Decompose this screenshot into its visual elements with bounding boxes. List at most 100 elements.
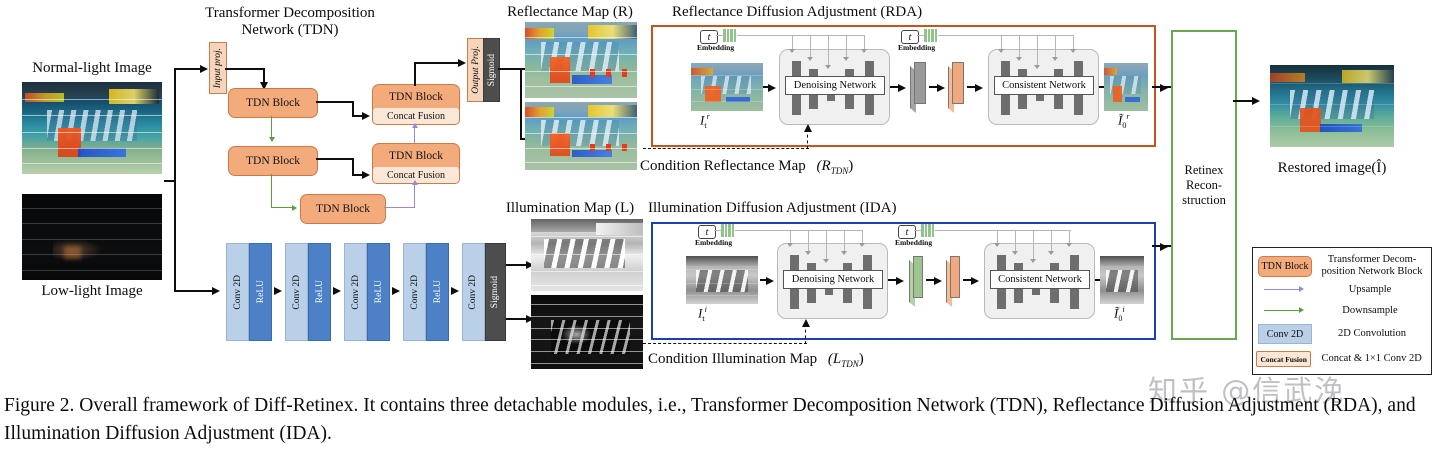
reflectance-map-image-bottom (525, 102, 637, 170)
skip1-h2 (352, 115, 364, 117)
legend-upsample-arrow-icon (1258, 282, 1310, 298)
conv-cell-1[interactable]: Conv 2D ReLU (226, 243, 272, 341)
rda-t-label-2: t (908, 31, 912, 43)
input-proj-label: Input proj. (213, 47, 223, 89)
tdn-block-2[interactable]: TDN Block (228, 146, 318, 176)
ida-to-retinex-arrow (1160, 242, 1168, 251)
legend-chip-conv2d-label: Conv 2D (1266, 328, 1304, 340)
conv-cell-4[interactable]: Conv 2D ReLU (403, 243, 449, 341)
tdn-block-3[interactable]: TDN Block (300, 194, 386, 224)
tdn-block-4-label: TDN Block (389, 91, 443, 103)
rda-input-symbol-sub: t (704, 120, 707, 130)
conv-out-top-h (506, 264, 528, 266)
legend-chip-concat-fusion: Concat Fusion (1256, 351, 1312, 367)
restored-image-label: Restored image(Î) (1277, 160, 1387, 176)
input-to-conv-line (174, 290, 214, 292)
skip1-h1 (316, 101, 354, 103)
legend-chip-tdn-block-label: TDN Block (1261, 260, 1309, 272)
ida-output-symbol-sup: i (1122, 305, 1125, 314)
conv-cell-2[interactable]: Conv 2D ReLU (285, 243, 331, 341)
rda-input-line (763, 86, 770, 88)
tdn-block-2-label: TDN Block (246, 155, 300, 167)
ida-condition-sub: TDN (841, 359, 859, 369)
retinex-out-arrow (1252, 96, 1260, 105)
rda-plate-arrow-1 (937, 83, 945, 92)
block4-to-proj-arrow (458, 58, 466, 67)
illumination-map-image-bottom (531, 295, 643, 369)
legend-text-conv2d: 2D Convolution (1338, 328, 1406, 340)
rda-condition-label: Condition Reflectance Map (RTDN) (640, 158, 960, 176)
rda-output-symbol-sup: r (1126, 112, 1130, 121)
tdn-block-5[interactable]: TDN Block (372, 143, 460, 169)
upsample-2-v (414, 128, 416, 143)
rda-output-symbol-sub: 0 (1122, 120, 1127, 130)
legend-row-downsample: Downsample (1258, 303, 1426, 319)
downsample-1-line (271, 116, 273, 138)
rda-condition-symbol: (R (816, 158, 831, 174)
retinex-line2: Recon- (1185, 177, 1223, 192)
rda-to-retinex-arrow (1160, 83, 1168, 92)
rda-t-box-2: t (901, 30, 919, 44)
ida-condition-label: Condition Illumination Map (LTDN) (648, 351, 968, 369)
skip2-h1 (316, 158, 354, 160)
upsample-2-arrow (411, 123, 418, 128)
input-to-conv-arrow (212, 286, 220, 295)
rda-embedding-bars-1 (723, 29, 736, 42)
ida-output-symbol-sub: 0 (1118, 313, 1123, 323)
ida-output-symbol-base: Ĩ (1114, 305, 1119, 321)
retinex-line3: struction (1182, 192, 1226, 207)
conv-5-label: Conv 2D (468, 274, 479, 310)
legend-row-upsample: Upsample (1258, 282, 1426, 298)
rda-input-symbol-base: I (700, 112, 705, 128)
proj-to-block1-v (263, 68, 265, 84)
downsample-2-h (271, 207, 293, 209)
rda-condition-sub: TDN (830, 166, 849, 176)
proj-to-block1-h (225, 68, 265, 70)
skip2-v (352, 158, 354, 174)
upsample-1-v (414, 185, 416, 208)
conv-arrow-3 (392, 286, 400, 295)
tdn-block-4[interactable]: TDN Block (372, 84, 460, 110)
ida-title: Illumination Diffusion Adjustment (IDA) (648, 200, 897, 216)
input-bus-stub (164, 180, 176, 182)
rda-t-label-1: t (707, 31, 711, 43)
legend-text-upsample: Upsample (1348, 284, 1392, 296)
rda-t-box-1: t (700, 30, 718, 44)
retinex-reconstruction-box[interactable]: Retinex Recon- struction (1171, 30, 1237, 340)
block4-up-h (414, 62, 462, 64)
relu-2-label: ReLU (314, 280, 325, 304)
ida-t-label-2: t (905, 226, 909, 238)
conv-arrow-1 (274, 286, 282, 295)
ida-embedding-bars-1 (721, 224, 734, 237)
ida-input-symbol-base: I (698, 305, 703, 321)
downsample-1-arrow (268, 137, 275, 142)
rda-output-symbol-base: Ĩ (1118, 112, 1123, 128)
legend-text-tdn-2: position Network Block (1321, 266, 1423, 277)
tdn-block-1-label: TDN Block (246, 97, 300, 109)
rda-embedding-label-2: Embedding (898, 43, 936, 52)
rda-output-symbol: Ĩ0r (1118, 112, 1129, 130)
rda-embedding-label-1: Embedding (697, 43, 735, 52)
output-proj-label: Output Proj. (471, 46, 481, 94)
rda-condition-close: ) (848, 158, 854, 174)
tdn-block-1[interactable]: TDN Block (228, 88, 318, 118)
conv-cell-3[interactable]: Conv 2D ReLU (344, 243, 390, 341)
rda-input-symbol-sup: r (706, 112, 710, 121)
ida-consistent-label-text: Consistent Network (998, 274, 1082, 285)
ida-t-box-1: t (698, 225, 716, 239)
ida-mid-arrow-1 (896, 276, 904, 285)
downsample-2-line (271, 174, 273, 208)
legend-row-concat: Concat Fusion Concat & 1×1 Conv 2D (1256, 350, 1428, 368)
output-sigmoid-box: Sigmoid (483, 38, 500, 102)
ida-input-symbol: Iti (698, 305, 707, 323)
ida-condition-symbol: (L (827, 351, 842, 367)
skip1-arrow (362, 111, 370, 120)
rda-mid-line-1 (890, 86, 900, 88)
conv-cell-5[interactable]: Conv 2D Sigmoid (462, 243, 506, 341)
skip2-h2 (352, 174, 364, 176)
skip2-arrow (362, 170, 370, 179)
legend-chip-conv2d: Conv 2D (1258, 324, 1312, 344)
ida-condition-close: ) (858, 351, 864, 367)
block4-up-v (414, 62, 416, 86)
legend-chip-tdn-block: TDN Block (1258, 255, 1312, 277)
